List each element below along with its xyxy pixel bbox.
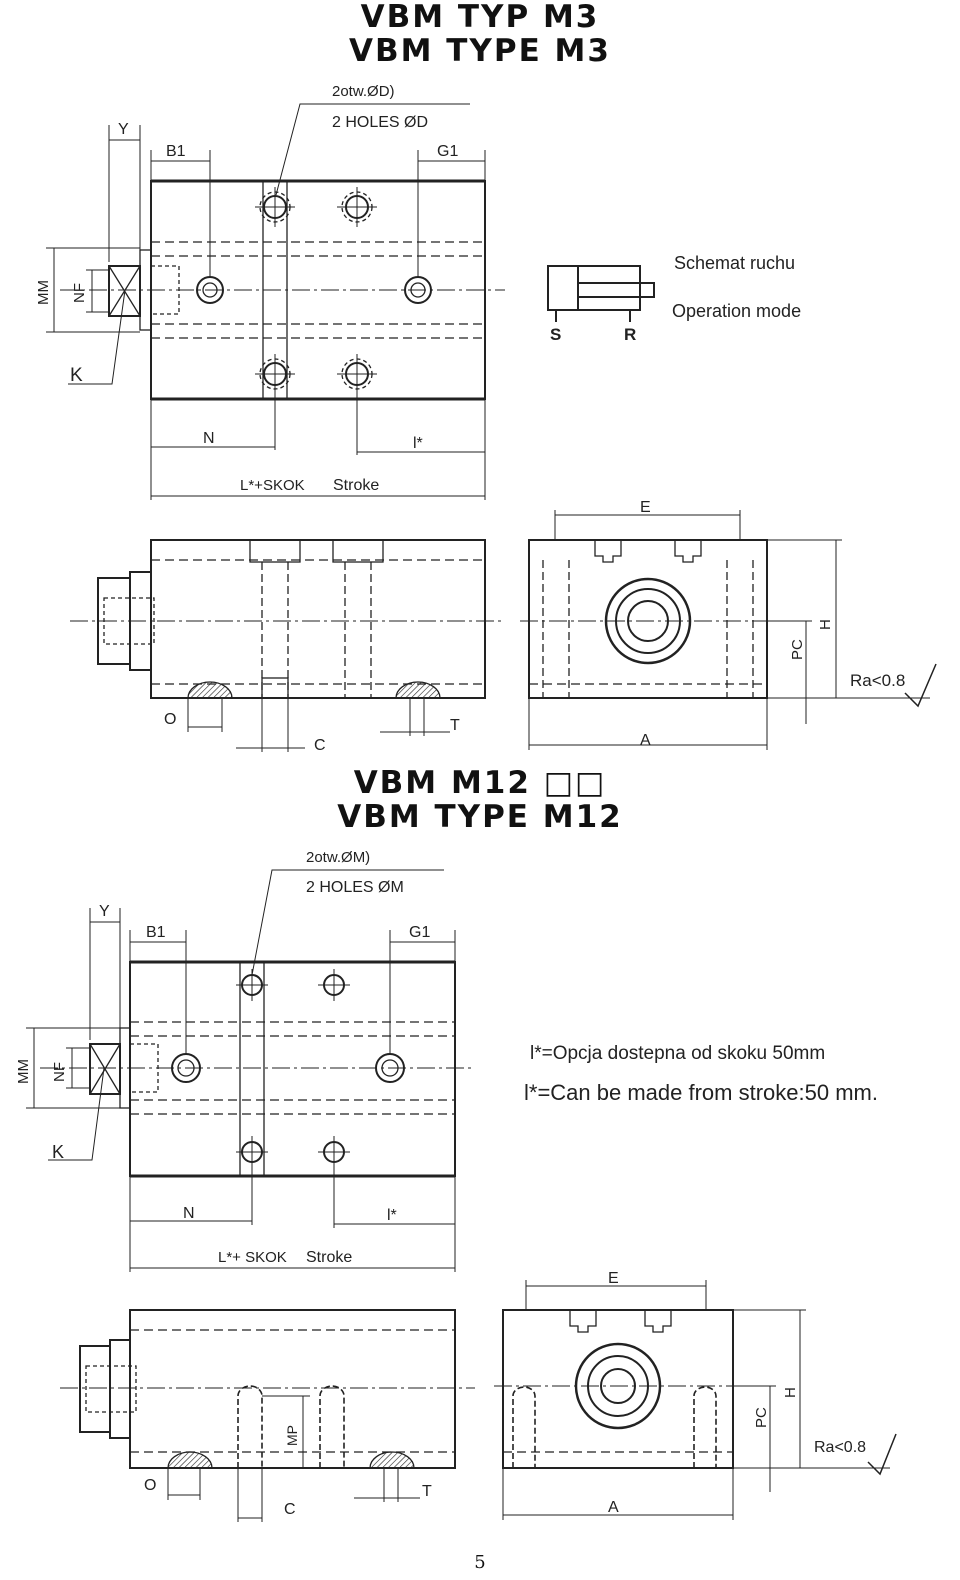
m3-dim-l: l* [413,435,423,452]
m3-dim-nf: NF [71,283,88,303]
m12-side-view [60,1309,475,1522]
m3-top-view [46,103,505,500]
m3-dim-b1: B1 [166,143,186,160]
m12-note-en: l*=Can be made from stroke:50 mm. [524,1080,878,1105]
m12-dim-k: K [52,1142,64,1162]
m12-dim-n: N [183,1205,195,1222]
m3-dim-t: T [450,717,460,734]
m3-dim-mm: MM [35,280,52,305]
m12-dim-c: C [284,1501,296,1518]
m12-end-view [494,1280,897,1520]
m3-roughness: Ra<0.8 [850,671,905,690]
m12-dim-e: E [608,1270,619,1287]
m12-stroke-pl: L*+ SKOK [218,1249,287,1266]
m3-dim-pc: PC [789,639,806,660]
m3-dim-y: Y [118,121,129,138]
m3-dim-g1: G1 [437,143,458,160]
m3-dim-e: E [640,499,651,516]
m12-holes-label-pl: 2otw.ØM) [306,849,370,866]
m3-end-view [520,510,937,750]
m3-dim-n: N [203,430,215,447]
m3-holes-label-en: 2 HOLES ØD [332,114,428,131]
m3-holes-label-pl: 2otw.ØD) [332,83,395,100]
m3-dim-a: A [640,732,651,749]
m12-roughness: Ra<0.8 [814,1439,866,1456]
m12-dim-pc: PC [753,1407,770,1428]
m12-dim-a: A [608,1499,619,1516]
m3-dim-k: K [70,365,83,386]
m3-dim-c: C [314,737,326,754]
m12-title-pl: VBM M12 □□ [353,765,607,801]
m12-note-pl: l*=Opcja dostepna od skoku 50mm [530,1043,826,1064]
m3-port-s: S [550,325,561,344]
m12-dim-nf: NF [51,1062,68,1082]
page-number: 5 [474,1552,486,1573]
m3-title-en: VBM TYPE M3 [349,33,611,69]
m3-dim-o: O [164,711,176,728]
m12-holes-label-en: 2 HOLES ØM [306,879,404,896]
m12-stroke-en: Stroke [306,1249,352,1266]
m3-side-view [70,539,505,752]
m12-dim-g1: G1 [409,924,430,941]
operation-mode-symbol [547,265,655,322]
m12-title-en: VBM TYPE M12 [337,799,623,835]
m12-top-view [26,869,475,1272]
m12-dim-l: l* [387,1207,397,1224]
m12-dim-h: H [782,1387,799,1398]
m12-dim-b1: B1 [146,924,166,941]
m3-scheme-en: Operation mode [672,301,801,321]
m12-dim-o: O [144,1477,156,1494]
m3-scheme-pl: Schemat ruchu [674,253,795,273]
m12-dim-mm: MM [15,1059,32,1084]
m12-dim-t: T [422,1483,432,1500]
m12-dim-y: Y [99,903,110,920]
m3-title-pl: VBM TYP M3 [360,0,600,35]
m3-dim-h: H [817,619,834,630]
m12-dim-mp: MP [284,1425,300,1446]
m3-port-r: R [624,325,636,344]
m3-stroke-en: Stroke [333,477,379,494]
m3-stroke-pl: L*+SKOK [240,477,305,494]
